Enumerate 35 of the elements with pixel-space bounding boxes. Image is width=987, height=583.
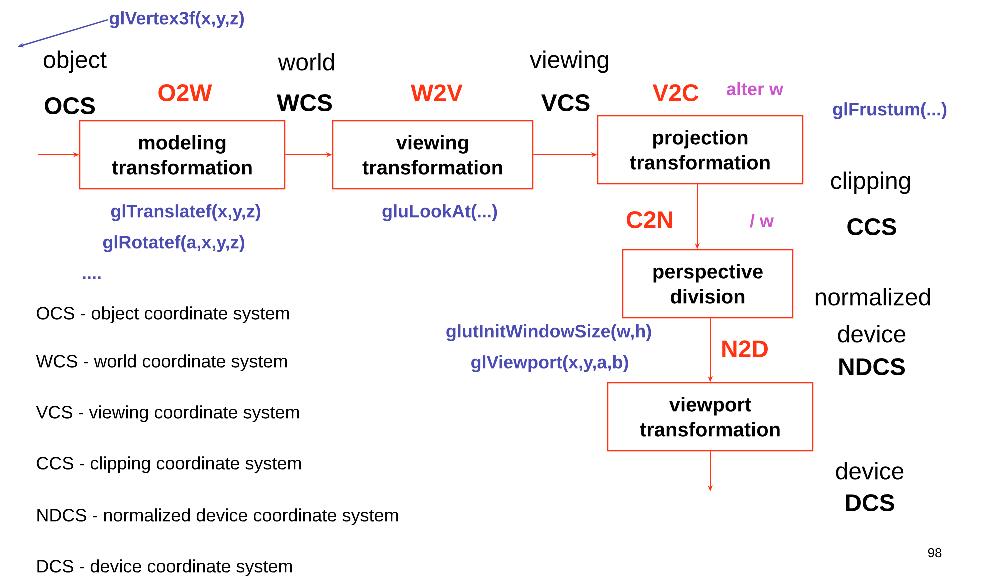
definition-text: OCS - object coordinate system <box>37 306 290 324</box>
coordinate-system-label: NDCS <box>840 358 906 376</box>
coordinate-system-label: VCS <box>542 94 590 112</box>
definition-text: DCS - device coordinate system <box>38 560 292 576</box>
word-label: world <box>278 53 334 71</box>
word-label: clipping <box>831 172 910 194</box>
word-label: object <box>44 50 107 74</box>
definition-text: VCS - viewing coordinate system <box>36 406 300 422</box>
word-label: normalized <box>816 288 930 306</box>
operation-label: alter w <box>727 82 784 96</box>
function-call-label: glRotatef(a,x,y,z) <box>103 236 244 252</box>
definition-text: CCS - clipping coordinate system <box>37 456 302 474</box>
transform-label: C2N <box>627 212 672 228</box>
definition-text: NDCS - normalized device coordinate system <box>38 508 398 526</box>
function-call-label: glFrustum(...) <box>833 102 947 120</box>
function-call-label: .... <box>83 276 101 280</box>
coordinate-system-label: WCS <box>277 94 332 112</box>
process-box: viewport transformation <box>607 382 814 452</box>
coordinate-system-label: OCS <box>45 98 96 114</box>
process-box: modeling transformation <box>79 120 286 190</box>
process-box: perspective division <box>622 249 794 319</box>
process-box: projection transformation <box>597 115 804 185</box>
word-label: viewing <box>530 50 608 74</box>
operation-label: / w <box>750 214 774 228</box>
page-number: 98 <box>928 548 942 558</box>
word-label: device <box>836 462 904 480</box>
function-call-label: glutInitWindowSize(w,h) <box>446 324 652 342</box>
coordinate-system-label: CCS <box>848 218 896 236</box>
process-box: viewing transformation <box>332 120 534 190</box>
transform-label: N2D <box>722 340 768 358</box>
definition-text: WCS - world coordinate system <box>36 354 288 372</box>
function-call-label: glVertex3f(x,y,z) <box>110 12 244 28</box>
function-call-label: glViewport(x,y,a,b) <box>472 356 628 372</box>
coordinate-system-label: DCS <box>846 494 894 512</box>
word-label: device <box>838 325 906 343</box>
